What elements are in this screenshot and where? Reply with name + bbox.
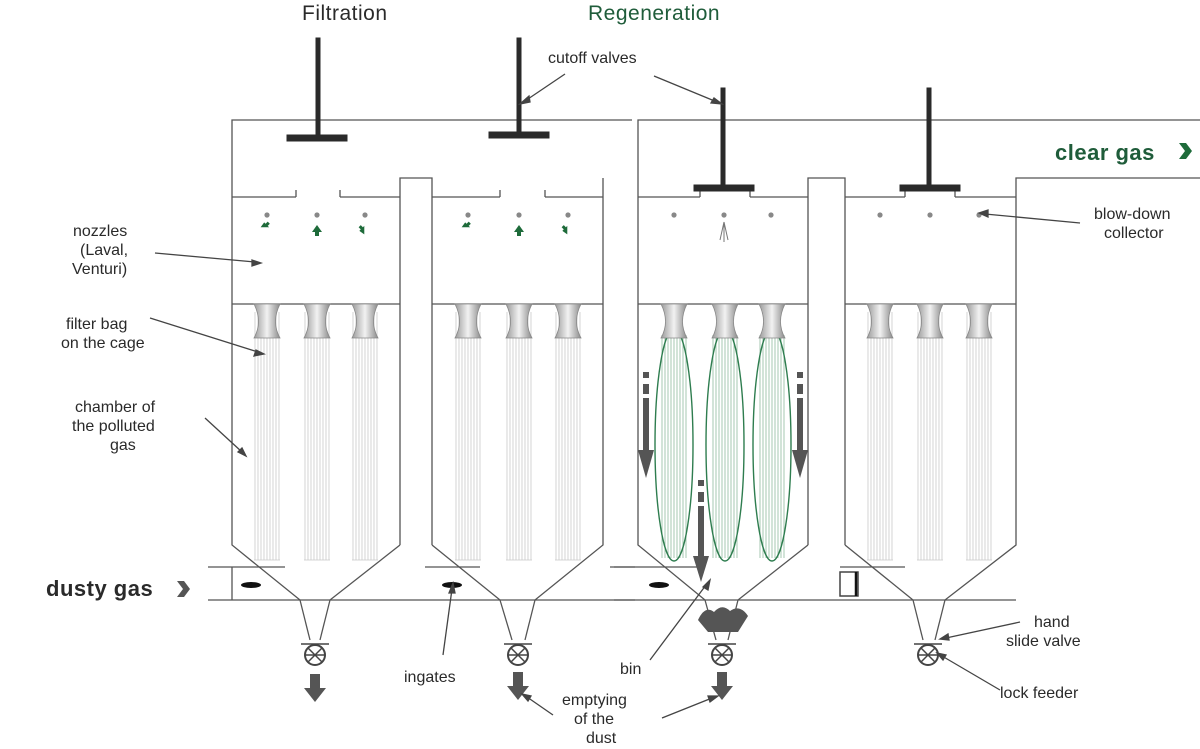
blowdown-dots xyxy=(264,212,982,218)
blowdown-label-2: collector xyxy=(1104,225,1164,242)
chamber-label-3: gas xyxy=(110,437,136,454)
lock-feeder-label: lock feeder xyxy=(1000,685,1079,702)
regeneration-heading: Regeneration xyxy=(588,2,720,25)
nozzles xyxy=(253,303,993,339)
ingates-label: ingates xyxy=(404,669,456,686)
nozzle-icon xyxy=(916,303,944,339)
filter-bag xyxy=(506,312,532,561)
dusty-gas-label: dusty gas xyxy=(46,576,153,601)
regen-bag-lines xyxy=(712,335,738,558)
bin-label: bin xyxy=(620,661,641,678)
nozzle-icon xyxy=(303,303,331,339)
clear-gas-chevron-icon xyxy=(1179,143,1192,159)
filter-bag xyxy=(254,312,280,561)
blowdown-label-1: blow-down xyxy=(1094,206,1170,223)
filterbag-label-1: filter bag xyxy=(66,316,127,333)
nozzle-icon xyxy=(454,303,482,339)
cutoff-valves-label: cutoff valves xyxy=(548,50,637,67)
emptying-label-2: of the xyxy=(574,711,614,728)
nozzle-icon xyxy=(758,303,786,339)
bin-dust xyxy=(698,607,748,632)
filter-bag xyxy=(352,312,378,561)
hand-slide-label-2: slide valve xyxy=(1006,633,1081,650)
nozzle-icon xyxy=(351,303,379,339)
lock-feeder-wheel-icon xyxy=(708,643,736,666)
regen-bag-lines xyxy=(759,335,785,558)
filter-bag xyxy=(917,312,943,561)
dusty-gas-chevron-icon xyxy=(177,581,190,597)
ingates xyxy=(241,582,669,588)
nozzle-icon xyxy=(554,303,582,339)
green-flow-arrows xyxy=(260,221,568,236)
hand-slide-label-1: hand xyxy=(1034,614,1070,631)
filter-bag xyxy=(455,312,481,561)
cutoff-valves xyxy=(286,37,961,192)
nozzle-icon xyxy=(660,303,688,339)
filterbag-label-2: on the cage xyxy=(61,335,145,352)
lock-feeders xyxy=(301,643,942,666)
outlet-arrows xyxy=(304,672,733,702)
nozzles-label-2: (Laval, xyxy=(80,242,128,259)
leader-arrows xyxy=(149,73,1081,719)
filter-bag xyxy=(304,312,330,561)
chamber-label-1: chamber of xyxy=(75,399,156,416)
regen-bag-lines xyxy=(661,335,687,558)
clear-gas-label: clear gas xyxy=(1055,140,1155,165)
emptying-label-1: emptying xyxy=(562,692,627,709)
nozzle-icon xyxy=(866,303,894,339)
filter-bag xyxy=(867,312,893,561)
nozzle-icon xyxy=(711,303,739,339)
nozzle-icon xyxy=(505,303,533,339)
nozzles-label-1: nozzles xyxy=(73,223,127,240)
nozzle-icon xyxy=(965,303,993,339)
lock-feeder-wheel-icon xyxy=(301,643,329,666)
nozzles-label-3: Venturi) xyxy=(72,261,127,278)
dust-flow-arrows xyxy=(638,372,808,582)
chamber-label-2: the polluted xyxy=(72,418,155,435)
nozzle-icon xyxy=(253,303,281,339)
lock-feeder-wheel-icon xyxy=(504,643,532,666)
filter-bag xyxy=(966,312,992,561)
regenerating-bags xyxy=(654,328,792,562)
filter-bags xyxy=(254,312,992,561)
emptying-label-3: dust xyxy=(586,730,617,747)
filter-bag xyxy=(555,312,581,561)
filtration-heading: Filtration xyxy=(302,2,388,25)
blowdown-jet-icon xyxy=(719,221,729,242)
